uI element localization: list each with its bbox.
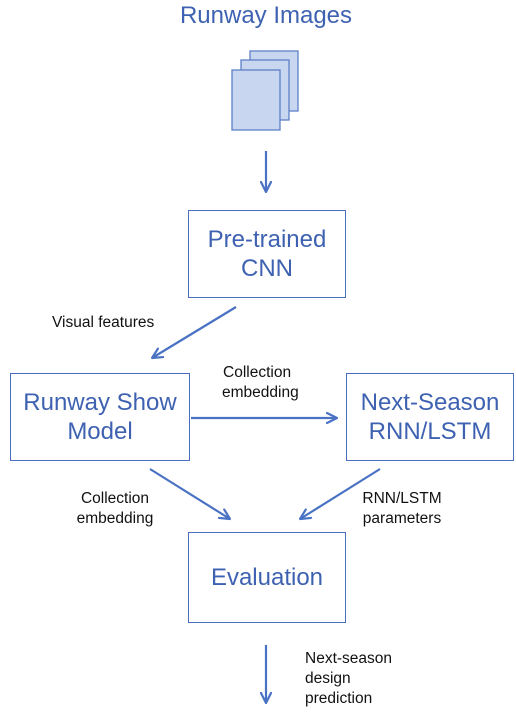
- label-visual-features: Visual features: [52, 314, 155, 331]
- node-evaluation-line1: Evaluation: [210, 564, 324, 591]
- label-rnn-parameters-line2: parameters: [362, 510, 442, 527]
- node-runway-show-model-line1: Runway Show: [23, 389, 177, 416]
- node-pretrained-cnn-line2: CNN: [241, 255, 293, 282]
- document-stack-icon: [231, 50, 299, 131]
- label-collection-embedding-top-line2: embedding: [222, 384, 299, 401]
- node-runway-show-model: Runway Show Model: [10, 373, 190, 461]
- label-prediction-line3: prediction: [305, 690, 373, 707]
- label-collection-embedding-bottom-line1: Collection: [80, 490, 150, 507]
- arrow-cnn-to-runway-model: [152, 306, 237, 358]
- diagram-title: Runway Images: [179, 2, 353, 29]
- label-collection-embedding-top-line1: Collection: [223, 364, 292, 381]
- label-collection-embedding-bottom: Collection embedding: [70, 489, 160, 529]
- label-collection-embedding-bottom-line2: embedding: [76, 510, 154, 527]
- node-next-season-rnn: Next-Season RNN/LSTM: [346, 373, 514, 461]
- node-evaluation: Evaluation: [188, 532, 346, 623]
- node-next-season-rnn-line2: RNN/LSTM: [368, 418, 492, 445]
- node-pretrained-cnn-line1: Pre-trained: [207, 226, 327, 253]
- node-next-season-rnn-line1: Next-Season: [360, 389, 500, 416]
- node-pretrained-cnn: Pre-trained CNN: [188, 210, 346, 298]
- label-prediction-line1: Next-season: [305, 650, 393, 667]
- label-prediction: Next-season design prediction: [305, 649, 392, 709]
- arrow-next-season-to-evaluation: [300, 468, 381, 519]
- label-rnn-parameters: RNN/LSTM parameters: [362, 489, 442, 529]
- label-rnn-parameters-line1: RNN/LSTM: [362, 490, 442, 507]
- label-collection-embedding-top: Collection embedding: [222, 363, 299, 403]
- arrow-runway-to-evaluation: [149, 468, 230, 519]
- label-prediction-line2: design: [305, 670, 351, 687]
- node-runway-show-model-line2: Model: [67, 418, 133, 445]
